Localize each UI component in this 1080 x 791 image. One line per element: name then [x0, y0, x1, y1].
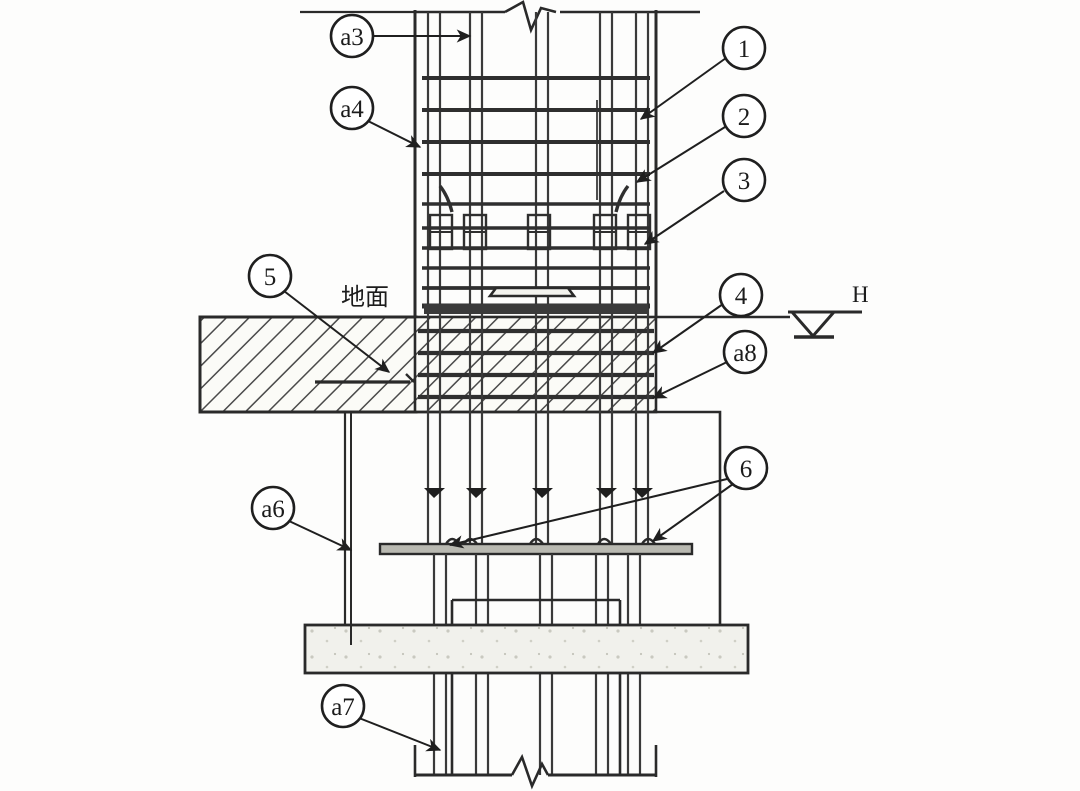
callout-3[interactable]: 3	[721, 157, 767, 203]
column-outline	[300, 10, 700, 317]
callout-a4[interactable]: a4	[329, 85, 375, 131]
dowel-splice-markers	[424, 488, 653, 498]
callout-a7[interactable]: a7	[320, 683, 366, 729]
callout-2-label: 2	[738, 104, 751, 131]
callout-4[interactable]: 4	[718, 272, 764, 318]
callout-5-label: 5	[264, 264, 277, 291]
callout-a8[interactable]: a8	[722, 329, 768, 375]
callout-a3[interactable]: a3	[329, 13, 375, 59]
callout-a4-label: a4	[340, 96, 364, 123]
callout-a8-label: a8	[733, 340, 757, 367]
lower-foundation-outline	[343, 410, 722, 645]
callout-6[interactable]: 6	[723, 445, 769, 491]
pile-bottom	[413, 745, 658, 790]
ground-label: 地面	[341, 283, 389, 311]
break-symbol-top	[504, 0, 557, 34]
rebar-coupler-group	[428, 184, 652, 251]
elevation-label: H	[852, 282, 869, 307]
column-vertical-rebars	[426, 12, 650, 317]
ground-slab	[198, 315, 418, 414]
cap-beam	[303, 623, 750, 675]
callout-1[interactable]: 1	[721, 25, 767, 71]
callout-6-label: 6	[740, 456, 753, 483]
callout-5[interactable]: 5	[247, 253, 293, 299]
callout-a6[interactable]: a6	[250, 485, 296, 531]
callout-leaders	[283, 29, 734, 752]
callout-4-label: 4	[735, 283, 748, 310]
callout-a6-label: a6	[261, 496, 285, 523]
elevation-datum-symbol	[788, 310, 862, 339]
callout-1-label: 1	[738, 36, 751, 63]
callout-3-label: 3	[738, 168, 751, 195]
break-symbol-bottom	[510, 753, 550, 790]
callout-a3-label: a3	[340, 24, 364, 51]
column-base-shoe	[424, 286, 648, 314]
callout-2[interactable]: 2	[721, 93, 767, 139]
callout-a7-label: a7	[331, 694, 355, 721]
